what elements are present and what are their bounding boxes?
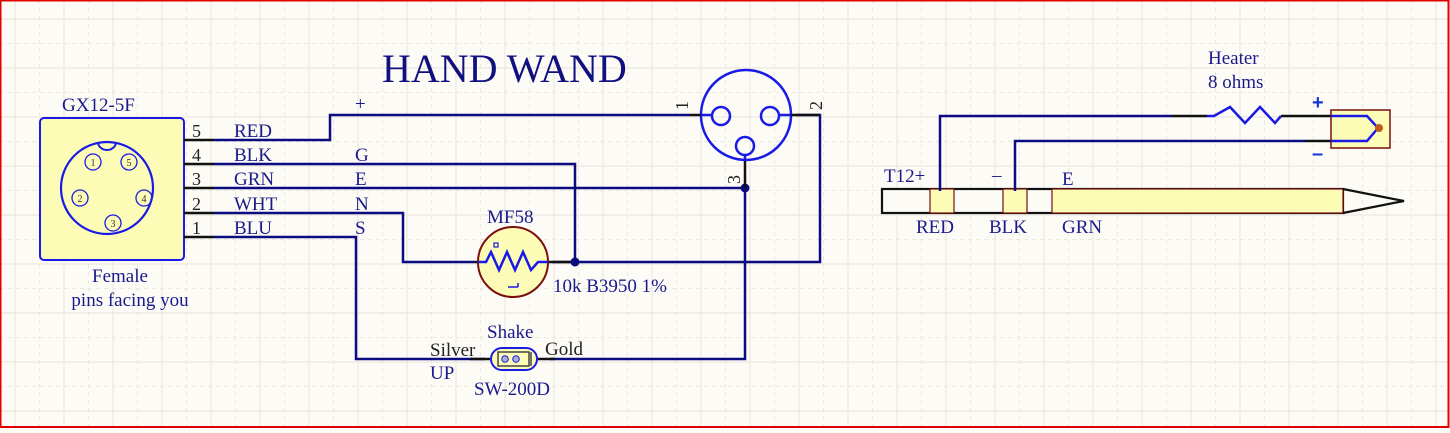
signal-e: E bbox=[355, 169, 367, 190]
heater[interactable]: Heater 8 ohms + – bbox=[938, 48, 1391, 187]
thermistor-dot-icon bbox=[493, 242, 499, 248]
svg-text:3: 3 bbox=[111, 219, 116, 230]
tilt-switch-sw200d[interactable]: Shake Silver Gold UP SW-200D bbox=[430, 322, 584, 400]
tip-band-grn bbox=[1051, 188, 1344, 214]
gx12-caption-female: Female bbox=[92, 266, 148, 287]
xlr-shell bbox=[699, 68, 793, 162]
gx12-name: GX12-5F bbox=[62, 95, 135, 116]
switch-ball-icon bbox=[501, 355, 509, 363]
switch-ball-icon bbox=[512, 355, 520, 363]
pin-number-2: 2 bbox=[192, 194, 201, 214]
gx12-key-notch bbox=[97, 141, 117, 151]
svg-text:2: 2 bbox=[78, 194, 83, 205]
heater-resistor-icon bbox=[1207, 105, 1282, 125]
gx12-shell bbox=[59, 140, 155, 236]
tip-band-blk bbox=[1002, 188, 1028, 214]
tip-band-red bbox=[929, 188, 955, 214]
pin-number-5: 5 bbox=[192, 121, 201, 141]
resistor-zigzag-icon bbox=[478, 248, 548, 274]
tip-name: T12+ bbox=[884, 166, 925, 187]
switch-gold-label: Gold bbox=[545, 339, 584, 360]
switch-name: SW-200D bbox=[474, 379, 550, 400]
gx12-pin-3: 3 bbox=[104, 214, 122, 232]
gx12-pin-1: 1 bbox=[84, 153, 102, 171]
gx12-pin-4: 4 bbox=[135, 189, 153, 207]
switch-shake-label: Shake bbox=[487, 322, 533, 343]
wire-color-blk: BLK bbox=[234, 145, 272, 166]
thermocouple-junction-icon bbox=[1375, 124, 1383, 132]
gx12-pin-numbers: 5 4 3 2 1 bbox=[192, 121, 201, 238]
gx12-pin-2: 2 bbox=[71, 189, 89, 207]
wire-blk bbox=[214, 162, 577, 261]
xlr-pin-2 bbox=[759, 105, 781, 127]
wire-color-red: RED bbox=[234, 121, 272, 142]
wire-color-blu: BLU bbox=[234, 218, 272, 239]
switch-silver-label: Silver bbox=[430, 340, 476, 361]
signal-labels: + G E N S bbox=[355, 94, 369, 239]
tip-minus-label: – bbox=[991, 165, 1002, 186]
thermistor-mf58[interactable]: MF58 10k B3950 1% bbox=[477, 207, 667, 298]
junction-dot bbox=[570, 257, 580, 267]
thermistor-mark-icon bbox=[508, 283, 519, 288]
xlr-connector[interactable]: 1 2 3 bbox=[672, 68, 826, 188]
tip-band-label-blk: BLK bbox=[989, 217, 1027, 238]
tip-e-label: E bbox=[1062, 169, 1074, 190]
signal-n: N bbox=[355, 194, 369, 215]
svg-text:4: 4 bbox=[142, 194, 147, 205]
tip-band-label-red: RED bbox=[916, 217, 954, 238]
switch-up-label: UP bbox=[430, 363, 454, 384]
gx12-connector[interactable]: GX12-5F 1 5 2 4 3 Female pins facing you bbox=[39, 95, 189, 311]
xlr-pin-1 bbox=[710, 105, 732, 127]
heater-minus-label: – bbox=[1312, 143, 1323, 165]
gx12-caption-pins: pins facing you bbox=[71, 290, 189, 311]
wire-gold bbox=[550, 188, 747, 361]
xlr-pin-3 bbox=[734, 135, 756, 157]
signal-plus: + bbox=[355, 94, 366, 115]
wire-wht bbox=[214, 211, 475, 264]
diagram-title: HAND WAND bbox=[382, 46, 627, 91]
wire-heater-minus bbox=[1013, 139, 1305, 187]
wire-blu bbox=[214, 235, 485, 361]
pin-number-3: 3 bbox=[192, 169, 201, 189]
wire-color-wht: WHT bbox=[234, 194, 278, 215]
heater-plus-label: + bbox=[1312, 92, 1324, 114]
pin-number-1: 1 bbox=[192, 218, 201, 238]
xlr-pin-label-3: 3 bbox=[724, 175, 744, 184]
signal-s: S bbox=[355, 218, 366, 239]
wire-color-labels: RED BLK GRN WHT BLU bbox=[234, 121, 278, 239]
pin-number-4: 4 bbox=[192, 145, 201, 165]
signal-g: G bbox=[355, 145, 369, 166]
thermistor-value: 10k B3950 1% bbox=[553, 276, 667, 297]
heater-label: Heater bbox=[1208, 48, 1259, 69]
switch-case-icon bbox=[497, 351, 530, 367]
svg-text:1: 1 bbox=[91, 158, 96, 169]
heater-value: 8 ohms bbox=[1208, 72, 1263, 93]
wire-color-grn: GRN bbox=[234, 169, 274, 190]
thermistor-name: MF58 bbox=[487, 207, 533, 228]
gx12-pin-5: 5 bbox=[120, 153, 138, 171]
tip-band-label-grn: GRN bbox=[1062, 217, 1102, 238]
t12-tip[interactable]: T12+ – E RED BLK GRN bbox=[880, 165, 1405, 238]
wire-heater-plus bbox=[938, 114, 1172, 187]
tip-point-icon bbox=[1342, 187, 1405, 215]
xlr-pin-label-2: 2 bbox=[806, 101, 826, 110]
gx12-pin-stubs bbox=[184, 138, 214, 239]
xlr-pin-label-1: 1 bbox=[672, 101, 692, 110]
svg-text:5: 5 bbox=[127, 158, 132, 169]
wire-red bbox=[214, 113, 690, 142]
